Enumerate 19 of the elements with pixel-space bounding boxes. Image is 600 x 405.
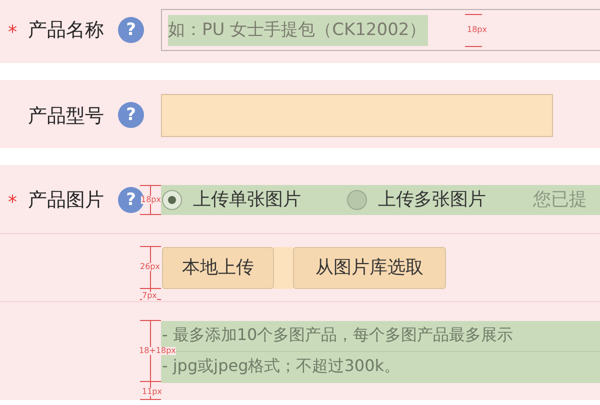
field-label: 产品图片: [28, 191, 104, 210]
dimension-label: 18+18px: [139, 347, 176, 355]
dimension-label: 18px: [467, 26, 487, 34]
placeholder-text: 如：PU 女士手提包（CK12002）: [168, 15, 428, 46]
dimension-label: 26px: [140, 263, 160, 271]
upload-button: 本地上传: [162, 247, 274, 289]
required-asterisk: *: [8, 24, 17, 42]
required-asterisk: *: [8, 194, 17, 212]
note-text: - jpg或jpeg格式；不超过300k。: [162, 358, 400, 374]
dimension-label: 11px: [142, 388, 162, 396]
dimension-label: 18px: [141, 196, 161, 204]
library-button: 从图片库选取: [293, 247, 446, 289]
note-text: - 最多添加10个多图产品，每个多图产品最多展示: [162, 327, 514, 343]
dimension-label: 7px: [142, 292, 157, 300]
radio-label: 上传多张图片: [378, 191, 486, 209]
field-label: 产品型号: [28, 107, 104, 126]
hint-text: 您已提: [533, 191, 587, 209]
radio-label: 上传单张图片: [193, 191, 301, 209]
field-label: 产品名称: [28, 21, 104, 40]
